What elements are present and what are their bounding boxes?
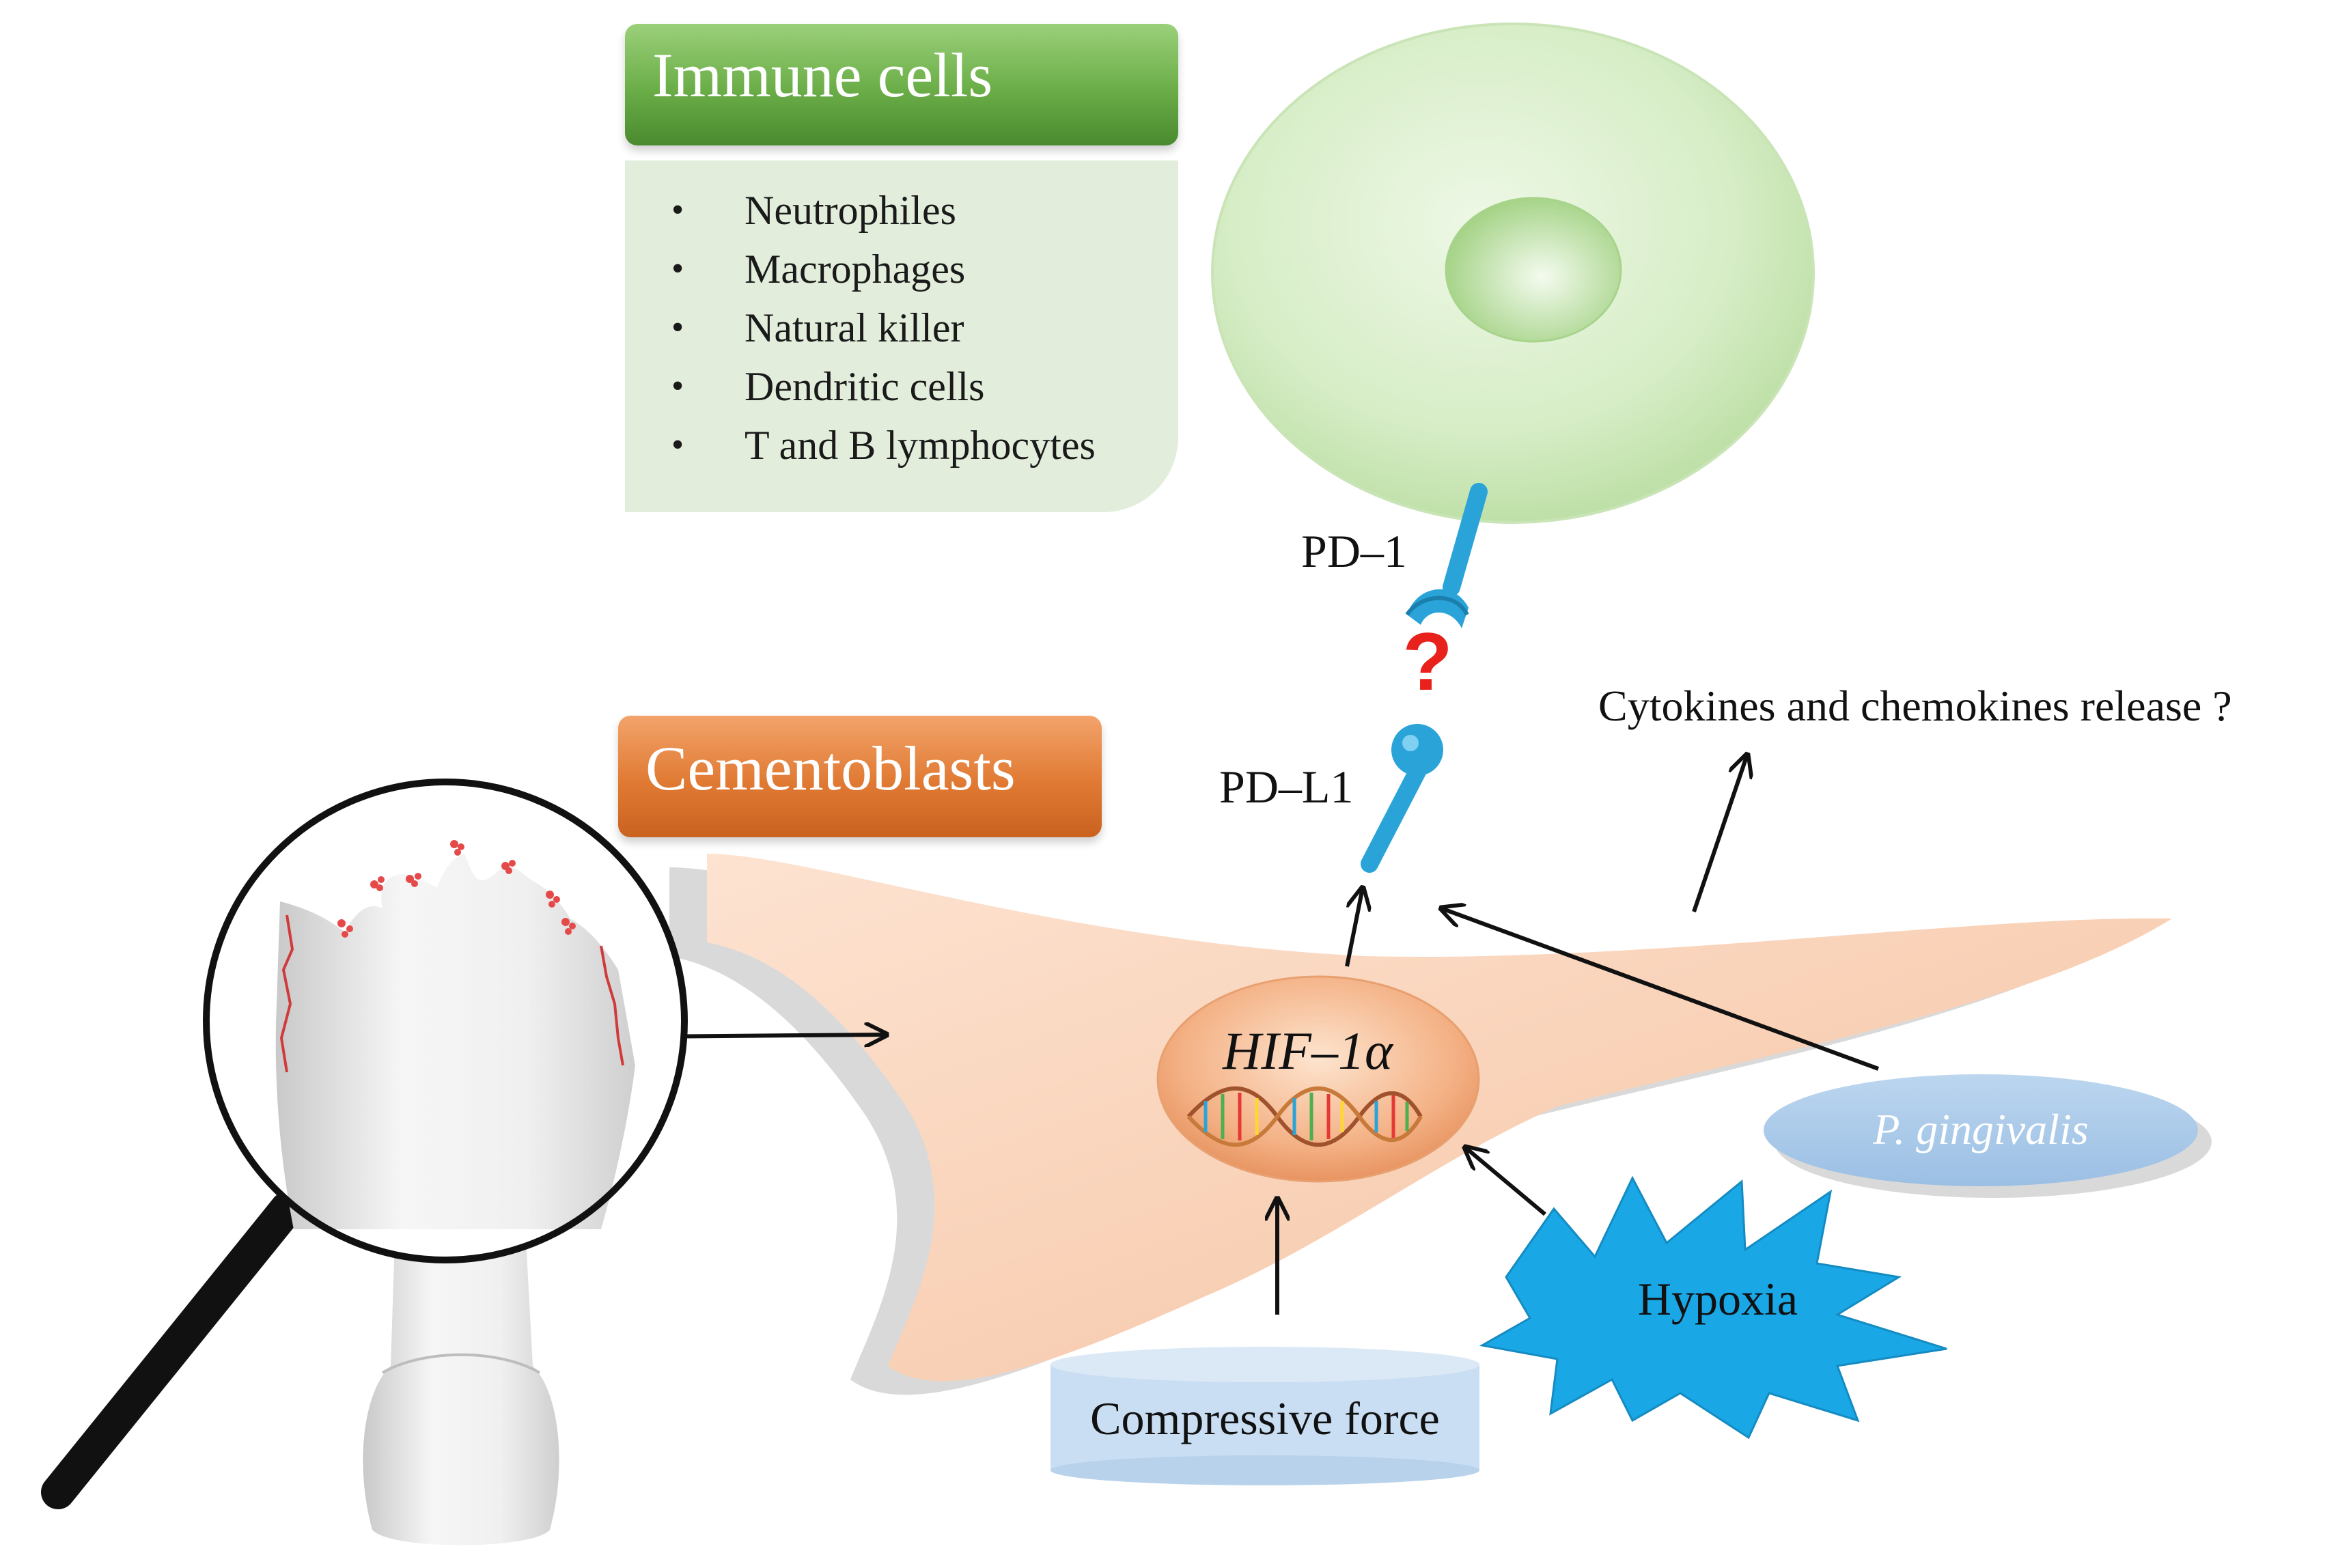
arrow-pathogen-to-pdl1 — [1441, 908, 1880, 1071]
pdl1-label: PD–L1 — [1219, 761, 1353, 813]
tooth-icon — [363, 1240, 559, 1545]
list-item: Macrophages — [666, 240, 1096, 298]
pd1-label: PD–1 — [1301, 525, 1407, 577]
immune-cells-header: Immune cells — [625, 24, 1178, 145]
magnifier-rim — [203, 779, 688, 1263]
list-item: Dendritic cells — [666, 357, 1096, 416]
compressive-force-label: Compressive force — [1090, 1392, 1440, 1444]
cytokines-label: Cytokines and chemokines release ? — [1598, 682, 2232, 730]
magnified-root-icon — [275, 840, 635, 1229]
pathogen-ellipse — [1764, 1074, 2198, 1186]
cementoblasts-title: Cementoblasts — [645, 733, 1016, 803]
hypoxia-label: Hypoxia — [1638, 1273, 1798, 1325]
question-mark: ? — [1402, 616, 1452, 708]
arrow-hypoxia-to-nucleus — [1465, 1147, 1546, 1216]
list-item: Natural killer — [666, 298, 1096, 357]
immune-cell-nucleus — [1445, 197, 1622, 343]
list-item: Neutrophiles — [666, 181, 1096, 240]
dna-helix-icon — [1186, 1086, 1423, 1147]
arrow-cytokine-release — [1692, 755, 1747, 912]
pathogen-label: P. gingivalis — [1872, 1105, 2088, 1153]
list-item: T and B lymphocytes — [666, 416, 1096, 475]
cementoblasts-header: Cementoblasts — [618, 716, 1102, 837]
hypoxia-star-icon — [1479, 1175, 1947, 1440]
hif-label: HIF–1α — [1222, 1021, 1394, 1080]
compressive-force-cylinder — [1051, 1347, 1479, 1485]
pd1-receptor — [1405, 483, 1488, 628]
arrow-nucleus-to-pdl1 — [1345, 888, 1363, 967]
pdl1-ligand — [1361, 724, 1443, 873]
immune-cells-title: Immune cells — [652, 40, 993, 110]
magnifier-handle-icon — [41, 1192, 304, 1509]
immune-cells-list-box: Neutrophiles Macrophages Natural killer … — [625, 160, 1178, 512]
immune-cells-list: Neutrophiles Macrophages Natural killer … — [666, 181, 1096, 475]
